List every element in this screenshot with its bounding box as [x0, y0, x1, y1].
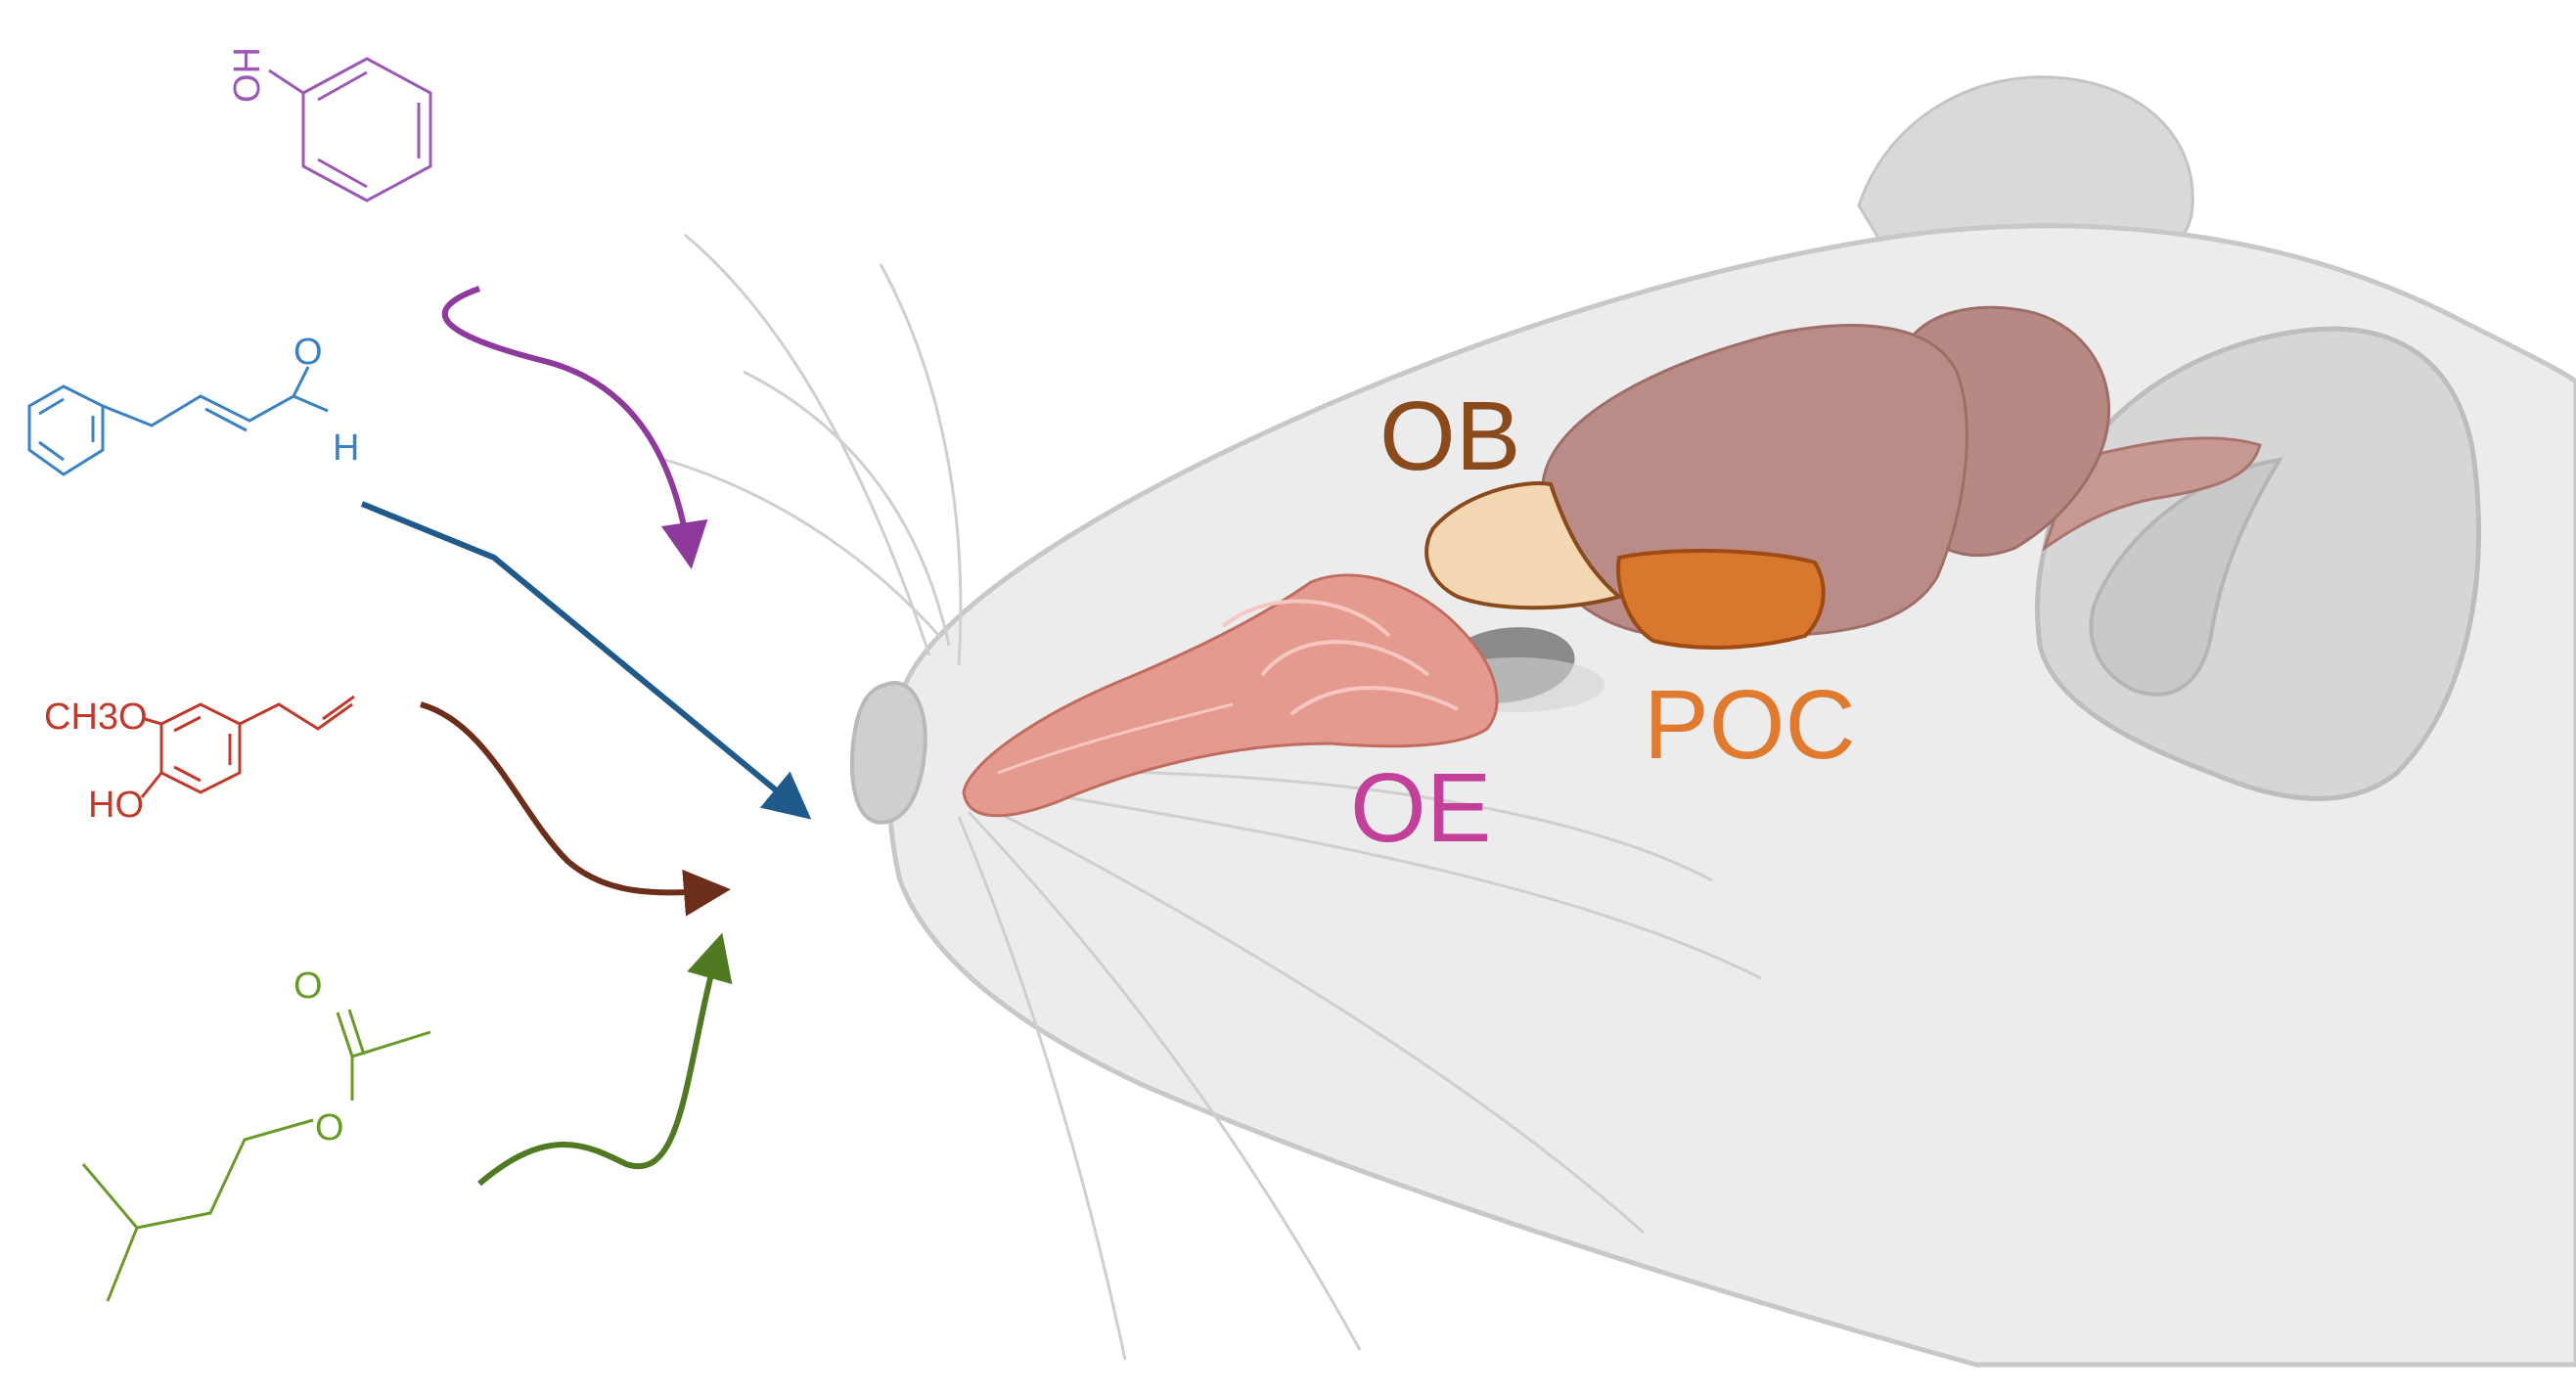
iso-ester-double	[347, 1009, 366, 1056]
eugenol-ho-label: HO	[88, 785, 144, 826]
label-ob: OB	[1379, 382, 1520, 491]
eugenol-ring-double	[173, 715, 232, 783]
arrow-brown	[420, 701, 731, 917]
arrow-purple	[441, 286, 708, 569]
eugenol-ch3o-label: CH3O	[44, 697, 148, 738]
cinn-o-label: O	[294, 332, 323, 373]
whisker	[977, 781, 1762, 980]
brain	[1424, 305, 2262, 650]
cinn-ring-double	[38, 397, 95, 462]
iso-o-ester-label: O	[315, 1107, 344, 1148]
eugenol-chain	[239, 702, 353, 731]
iso-o-carbonyl-label: O	[294, 966, 323, 1007]
whisker	[664, 458, 941, 637]
oe-shape	[962, 573, 1499, 818]
molecule-cinnamaldehyde: O H	[27, 332, 359, 476]
olfactory-epithelium	[962, 573, 1499, 818]
iso-ester	[336, 1012, 431, 1101]
eugenol-o-bond	[144, 717, 162, 726]
whisker	[977, 800, 1645, 1235]
mouse-ear-inner	[2089, 457, 2283, 697]
phenol-ring	[301, 57, 432, 202]
whisker	[957, 816, 1127, 1361]
mouse-nose	[849, 681, 927, 825]
whisker	[743, 370, 951, 647]
phenol-ring-double	[317, 70, 421, 189]
oe-turbinate	[1289, 686, 1459, 716]
whisker	[684, 233, 931, 656]
cinn-h-bond	[293, 394, 329, 413]
cinn-chain-double	[204, 407, 248, 432]
arrow-green	[477, 932, 733, 1187]
whisker	[967, 810, 1362, 1351]
mouse-head	[849, 75, 2576, 1368]
label-poc: POC	[1644, 670, 1856, 780]
phenol-bond	[268, 68, 304, 95]
olfactory-bulb	[1424, 481, 1624, 610]
oe-turbinate	[997, 702, 1234, 775]
piriform-cortex	[1616, 549, 1826, 650]
cinn-h-label: H	[333, 428, 359, 469]
label-oe: OE	[1350, 753, 1491, 863]
whisker	[879, 263, 963, 666]
molecule-eugenol: CH3O HO	[44, 695, 355, 826]
eugenol-ho-bond	[140, 772, 163, 798]
oe-turbinate	[1260, 640, 1430, 677]
oe-turbinate	[1221, 599, 1391, 638]
cinn-chain	[102, 366, 310, 428]
eugenol-chain-double	[322, 695, 355, 721]
phenol-oh-label: OH	[227, 47, 268, 103]
cinn-ring	[27, 384, 105, 476]
brainstem	[2042, 436, 2262, 552]
molecule-isoamyl-acetate: O O	[81, 966, 431, 1302]
arrow-blue	[360, 501, 812, 820]
molecule-phenol: OH	[227, 47, 432, 202]
iso-skeleton	[81, 1118, 314, 1302]
